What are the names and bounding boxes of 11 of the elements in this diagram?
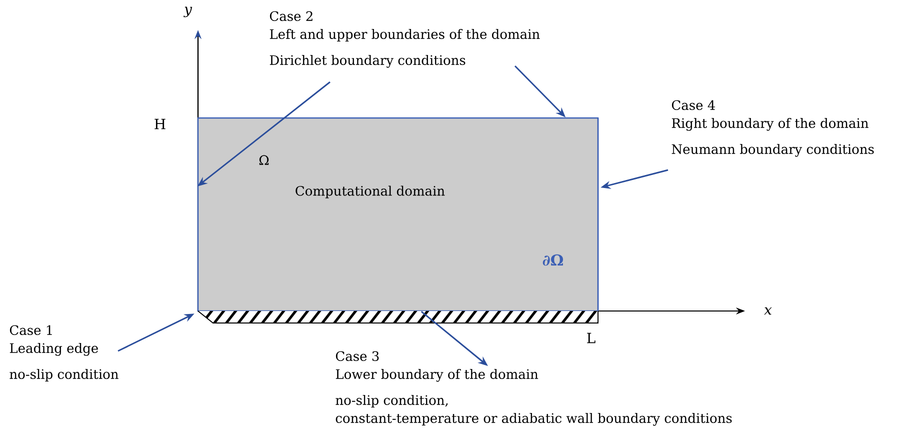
axis-label: H — [154, 118, 166, 130]
case-text: Case 4 Right boundary of the domain Neumann boundary conditions — [672, 100, 874, 157]
axis-label: y — [184, 6, 192, 18]
domain-label: Computational domain — [296, 186, 445, 198]
domain-label: ∂Ω — [542, 254, 563, 266]
domain-label: Ω — [259, 155, 269, 165]
case-text: Case 2 Left and upper boundaries of the domain Dirichlet boundary conditions — [270, 11, 540, 68]
case-text: Case 3 Lower boundary of the domain no-slip condition, constant-temperature or adiabatic wall boundary conditions — [336, 351, 732, 426]
case-text: Case 1 Leading edge no-slip condition — [10, 325, 118, 382]
axis-label: L — [587, 332, 596, 344]
axis-label: x — [764, 307, 772, 315]
